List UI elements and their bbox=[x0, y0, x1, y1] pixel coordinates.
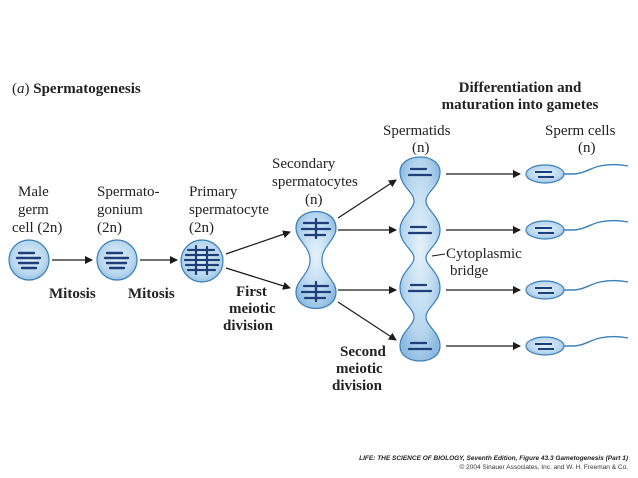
label-male-germ-ploidy: cell (2n) bbox=[12, 220, 62, 236]
label-spermatids: Spermatids (n) bbox=[383, 123, 451, 156]
secondary-spermatocytes-pair bbox=[295, 210, 337, 310]
cytoplasmic-bridge-pointer bbox=[431, 253, 446, 257]
label-cytoplasmic-bridge: Cytoplasmic bridge bbox=[446, 246, 522, 279]
spermatids-chain bbox=[399, 156, 441, 362]
svg-text:(n): (n) bbox=[578, 140, 596, 156]
label-second-meiotic-division: Second meiotic division bbox=[332, 344, 387, 394]
svg-text:Secondary: Secondary bbox=[272, 156, 336, 172]
svg-text:First: First bbox=[236, 284, 267, 300]
svg-text:bridge: bridge bbox=[450, 263, 489, 279]
sperm-cell-2 bbox=[525, 219, 629, 240]
header-line-1: Differentiation and bbox=[459, 80, 582, 96]
svg-text:(n): (n) bbox=[305, 192, 323, 208]
svg-text:Spermatids: Spermatids bbox=[383, 123, 451, 139]
svg-text:Second: Second bbox=[340, 344, 387, 360]
panel-title: (a) Spermatogenesis bbox=[12, 81, 141, 97]
credit-line-2: © 2004 Sinauer Associates, Inc. and W. H… bbox=[460, 463, 629, 471]
label-first-meiotic-division: First meiotic division bbox=[223, 284, 276, 334]
arrows bbox=[52, 170, 521, 350]
svg-text:division: division bbox=[223, 318, 274, 334]
label-mitosis-2: Mitosis bbox=[128, 286, 175, 302]
label-primary-spermatocyte: Primary spermatocyte (2n) bbox=[189, 184, 269, 236]
svg-text:gonium: gonium bbox=[97, 202, 143, 218]
svg-text:Cytoplasmic: Cytoplasmic bbox=[446, 246, 522, 262]
primary-spermatocyte-cell bbox=[180, 239, 224, 283]
label-secondary-spermatocytes: Secondary spermatocytes (n) bbox=[272, 156, 358, 208]
svg-text:division: division bbox=[332, 378, 383, 394]
svg-text:(2n): (2n) bbox=[189, 220, 214, 236]
spermatogonium-cell bbox=[96, 239, 138, 281]
sperm-cell-4 bbox=[525, 335, 629, 356]
label-male-germ-cell: Male germ cell (2n) bbox=[12, 184, 62, 236]
svg-text:Sperm cells: Sperm cells bbox=[545, 123, 616, 139]
svg-text:Male: Male bbox=[18, 184, 49, 200]
arrow-meiosis1-lower bbox=[225, 267, 291, 290]
svg-text:germ: germ bbox=[18, 202, 49, 218]
label-spermatogonium: Spermato- gonium (2n) bbox=[97, 184, 159, 236]
header-line-2: maturation into gametes bbox=[442, 97, 599, 113]
sperm-cell-3 bbox=[525, 279, 629, 300]
svg-text:Primary: Primary bbox=[189, 184, 238, 200]
svg-text:(n): (n) bbox=[412, 140, 430, 156]
male-germ-cell bbox=[8, 239, 50, 281]
svg-text:spermatocytes: spermatocytes bbox=[272, 174, 358, 190]
arrow-meiosis2-4 bbox=[337, 301, 397, 341]
arrow-meiosis2-1 bbox=[337, 179, 397, 219]
svg-text:(2n): (2n) bbox=[97, 220, 122, 236]
arrow-meiosis1-upper bbox=[225, 230, 291, 255]
label-sperm-cells: Sperm cells (n) bbox=[545, 123, 616, 156]
label-mitosis-1: Mitosis bbox=[49, 286, 96, 302]
credit-line-1: LIFE: THE SCIENCE OF BIOLOGY, Seventh Ed… bbox=[359, 455, 628, 462]
svg-text:Spermato-: Spermato- bbox=[97, 184, 159, 200]
svg-text:meiotic: meiotic bbox=[336, 361, 383, 377]
svg-text:spermatocyte: spermatocyte bbox=[189, 202, 269, 218]
sperm-cell-1 bbox=[525, 163, 629, 184]
svg-text:meiotic: meiotic bbox=[229, 301, 276, 317]
